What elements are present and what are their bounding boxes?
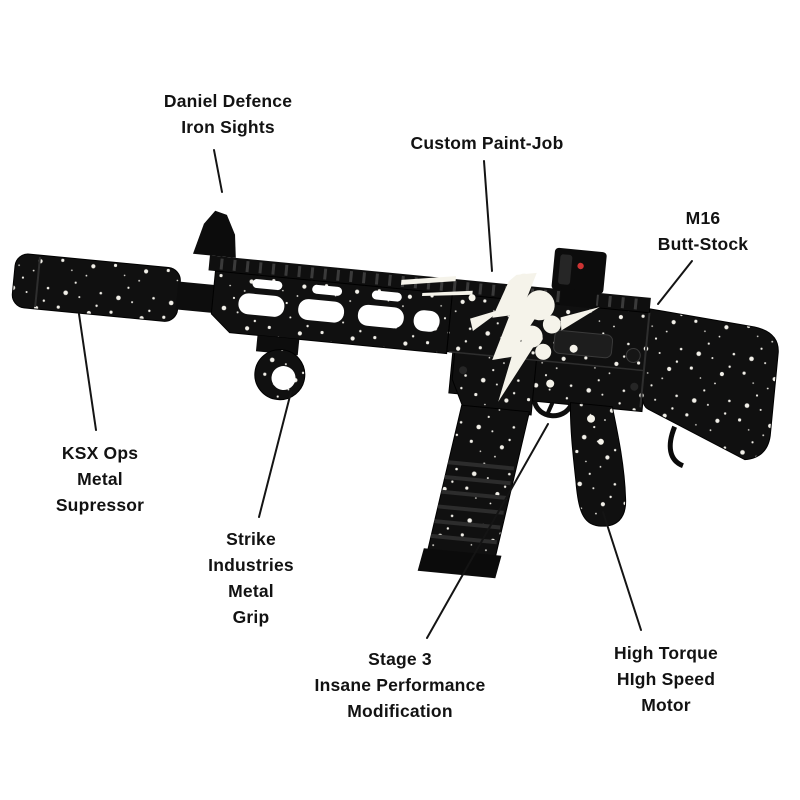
label-butt-stock: M16 Butt-Stock [657,208,749,254]
leader-line-motor [602,511,642,631]
leader-line-grip [258,391,292,518]
red-dot-lens [558,254,573,285]
handguard-slot [371,290,402,302]
paint-splatter [400,272,604,445]
pistol-grip [569,402,627,527]
leader-lines [78,149,693,639]
leader-line-suppressor [78,313,97,431]
buttstock [641,308,779,461]
barrel [175,281,217,314]
foregrip-hole [271,366,296,391]
label-iron-sights: Daniel Defence Iron Sights [163,91,293,137]
receiver-seam [448,351,646,372]
magazine-ribs [430,460,515,545]
label-grip: Strike Industries Metal Grip [208,529,294,627]
label-stage3: Stage 3 Insane Performance Modification [314,649,486,721]
suppressor-seam [34,257,41,308]
stock-seam [639,312,651,408]
foregrip-mount [255,335,300,356]
leader-line-paint-job [483,160,493,272]
red-dot-emitter [577,262,584,270]
takedown-pin [630,382,639,391]
handguard-slot [238,293,285,317]
handguard-slot [252,279,283,291]
leader-line-stage3 [426,423,549,639]
trigger-guard [531,400,574,419]
red-dot-mount [559,288,598,309]
front-iron-sight [193,210,236,258]
handguard-slot [413,310,440,332]
leader-line-iron-sights [213,149,223,193]
label-motor: High Torque HIgh Speed Motor [614,643,718,715]
rifle-illustration [11,210,779,579]
handguard-slot [312,284,343,296]
sling-loop [667,425,685,469]
label-paint-job: Custom Paint-Job [410,133,564,153]
handguard-slot [357,304,404,329]
leader-line-butt-stock [657,260,693,305]
magazine-baseplate [417,548,502,579]
ejection-port [553,329,614,359]
trigger [545,402,555,416]
handguard-slot [298,299,345,323]
forward-assist [625,347,641,363]
label-suppressor: KSX Ops Metal Supressor [55,443,145,515]
takedown-pin [459,366,468,375]
